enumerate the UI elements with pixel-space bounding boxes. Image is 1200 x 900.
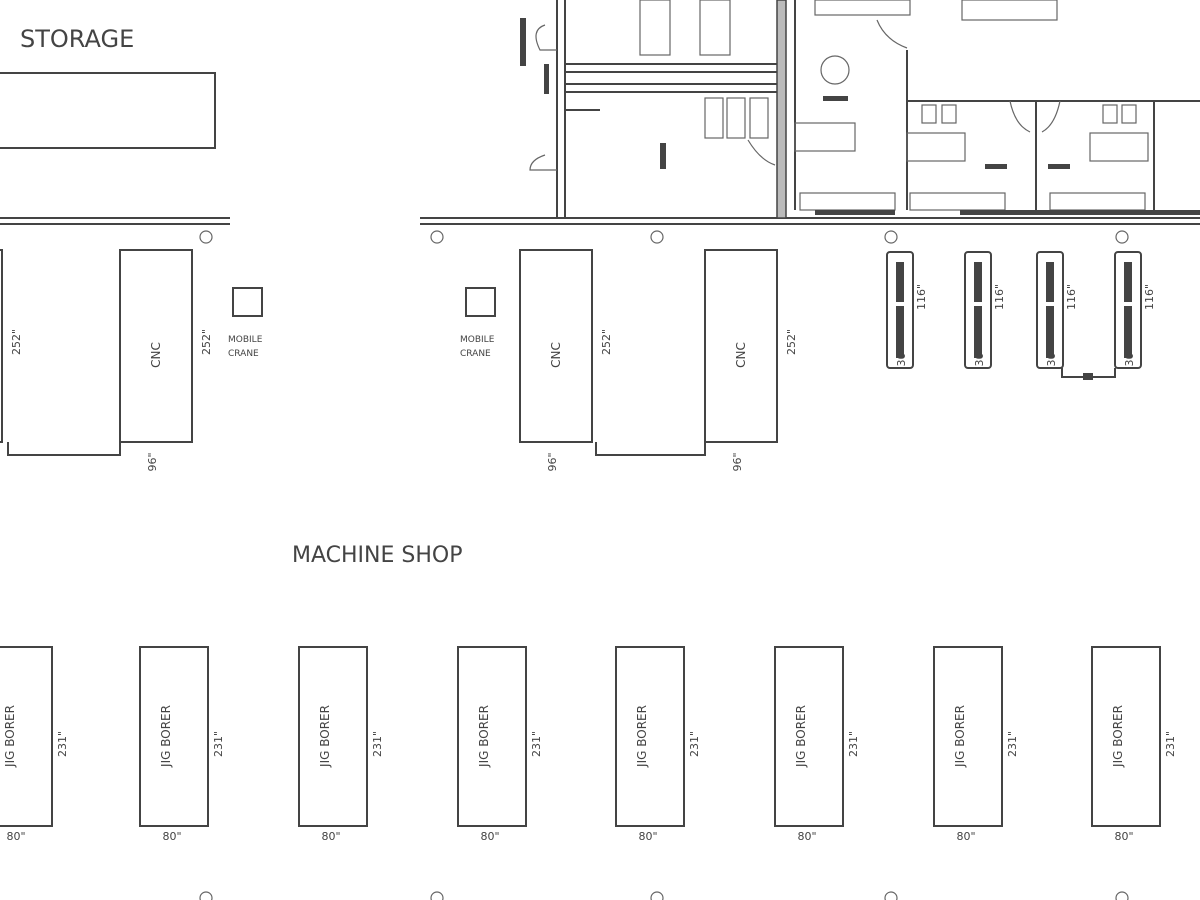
cnc-label: CNC <box>149 342 163 368</box>
jig-borer-length-dimension: 231" <box>1006 731 1019 757</box>
cnc-width-dimension: 96" <box>146 452 159 471</box>
bench-fixture <box>1046 306 1054 358</box>
column-marker-icon <box>430 230 444 244</box>
bench <box>1036 251 1064 369</box>
jig-borer-label: JIG BORER <box>3 705 17 768</box>
jig-borer-width-dimension: 80" <box>797 830 816 843</box>
bench-length-dimension: 116" <box>1143 284 1156 310</box>
jig-borer-label: JIG BORER <box>794 705 808 768</box>
bench-fixture <box>1046 262 1054 302</box>
mobile-crane-label: CRANE <box>228 349 259 359</box>
storage-label: STORAGE <box>20 25 134 53</box>
mobile-crane-label: MOBILE <box>228 335 263 345</box>
jig-borer <box>0 646 53 827</box>
jig-borer-width-dimension: 80" <box>162 830 181 843</box>
jig-borer <box>298 646 368 827</box>
office-block <box>520 0 1200 219</box>
cnc-machine <box>519 249 593 443</box>
bench-length-dimension: 116" <box>1065 284 1078 310</box>
column-marker-icon <box>1115 891 1129 900</box>
jig-borer-length-dimension: 231" <box>1164 731 1177 757</box>
column-marker-icon <box>650 891 664 900</box>
jig-borer <box>1091 646 1161 827</box>
mobile-crane-label: CRANE <box>460 349 491 359</box>
jig-borer-width-dimension: 80" <box>638 830 657 843</box>
column-marker-icon <box>884 230 898 244</box>
bench-width-dimension: 30" <box>1123 347 1136 366</box>
cnc-label: CNC <box>549 342 563 368</box>
jig-borer-label: JIG BORER <box>318 705 332 768</box>
jig-borer-length-dimension: 231" <box>212 731 225 757</box>
column-marker-icon <box>199 891 213 900</box>
bench-fixture <box>974 262 982 302</box>
jig-borer-label: JIG BORER <box>953 705 967 768</box>
column-marker-icon <box>1115 230 1129 244</box>
jig-borer-length-dimension: 231" <box>371 731 384 757</box>
jig-borer <box>139 646 209 827</box>
cnc-length-dimension: 252" <box>600 329 613 355</box>
cnc-width-dimension: 96" <box>546 452 559 471</box>
bench-fixture <box>896 306 904 358</box>
cnc-length-dimension: 252" <box>10 329 23 355</box>
bench-fixture <box>974 306 982 358</box>
column-marker-icon <box>199 230 213 244</box>
bench-width-dimension: 30" <box>1045 347 1058 366</box>
cnc-machine <box>704 249 778 443</box>
cnc-length-dimension: 252" <box>200 329 213 355</box>
mobile-crane <box>465 287 496 317</box>
jig-borer-label: JIG BORER <box>159 705 173 768</box>
column-marker-icon <box>884 891 898 900</box>
bench <box>886 251 914 369</box>
column-marker-icon <box>650 230 664 244</box>
jig-borer-label: JIG BORER <box>477 705 491 768</box>
cnc-length-dimension: 252" <box>785 329 798 355</box>
cnc-label: CNC <box>734 342 748 368</box>
bench-fixture <box>896 262 904 302</box>
bench-fixture <box>1124 262 1132 302</box>
jig-borer <box>615 646 685 827</box>
bench <box>1114 251 1142 369</box>
jig-borer-length-dimension: 231" <box>530 731 543 757</box>
bench-connector <box>1083 373 1093 380</box>
mobile-crane-label: MOBILE <box>460 335 495 345</box>
bench-length-dimension: 116" <box>915 284 928 310</box>
column-marker-icon <box>430 891 444 900</box>
jig-borer <box>457 646 527 827</box>
cnc-connection-line <box>7 442 121 456</box>
bench-length-dimension: 116" <box>993 284 1006 310</box>
jig-borer-width-dimension: 80" <box>480 830 499 843</box>
jig-borer-length-dimension: 231" <box>56 731 69 757</box>
jig-borer-width-dimension: 80" <box>1114 830 1133 843</box>
jig-borer-label: JIG BORER <box>635 705 649 768</box>
bench <box>964 251 992 369</box>
jig-borer-length-dimension: 231" <box>688 731 701 757</box>
bench-width-dimension: 30" <box>973 347 986 366</box>
mobile-crane <box>232 287 263 317</box>
jig-borer <box>933 646 1003 827</box>
bench-width-dimension: 30" <box>895 347 908 366</box>
jig-borer-width-dimension: 80" <box>6 830 25 843</box>
cnc-machine <box>119 249 193 443</box>
jig-borer-width-dimension: 80" <box>956 830 975 843</box>
jig-borer-label: JIG BORER <box>1111 705 1125 768</box>
jig-borer-length-dimension: 231" <box>847 731 860 757</box>
cnc-width-dimension: 96" <box>731 452 744 471</box>
bench-fixture <box>1124 306 1132 358</box>
machine-shop-label: MACHINE SHOP <box>292 543 462 568</box>
cnc-connection-line <box>595 442 706 456</box>
cnc-machine <box>0 249 3 443</box>
storage-rack <box>0 72 216 149</box>
jig-borer <box>774 646 844 827</box>
jig-borer-width-dimension: 80" <box>321 830 340 843</box>
main-wall <box>0 217 1200 225</box>
